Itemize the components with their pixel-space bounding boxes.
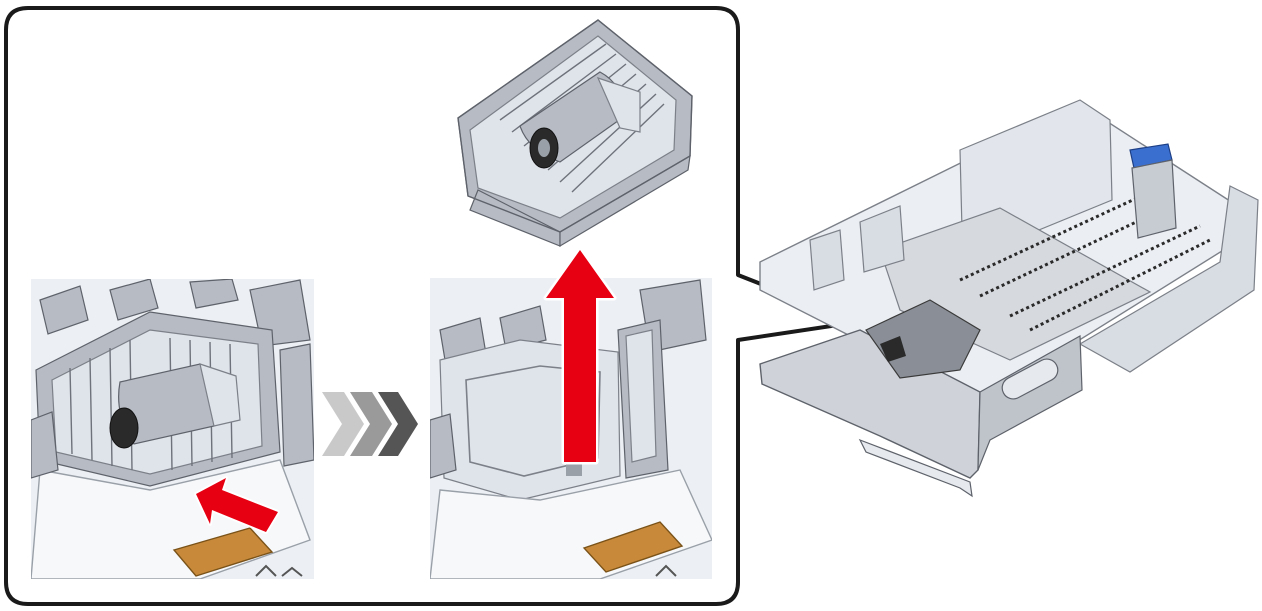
tray-lock-lever-icon — [1129, 143, 1177, 239]
push-tab-detail — [31, 279, 314, 579]
lift-out-detail — [430, 247, 712, 579]
separation-pad — [172, 527, 274, 577]
roller-tire-icon — [109, 407, 139, 449]
paper-tray — [759, 99, 1259, 498]
separation-pad — [582, 521, 684, 573]
lift-direction-arrow-icon — [543, 247, 617, 465]
push-direction-arrow-icon — [194, 476, 280, 534]
step-progress-chevrons-icon — [322, 392, 418, 456]
removed-roller-unit — [457, 19, 693, 248]
